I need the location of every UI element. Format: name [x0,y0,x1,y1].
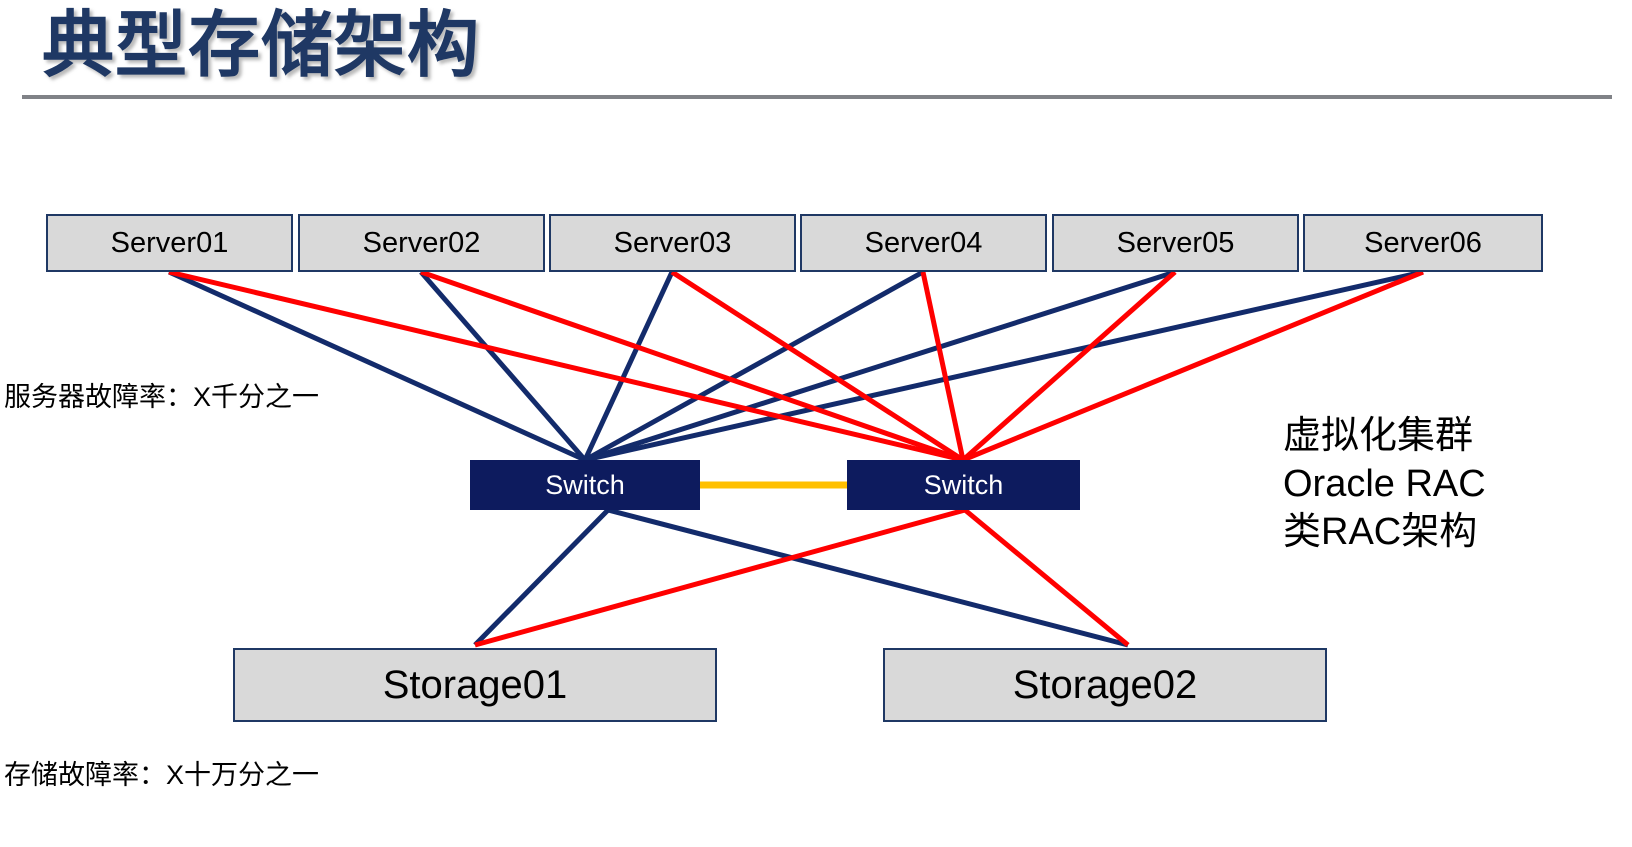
switch-label: Switch [545,469,625,500]
link-server06-switch-right [962,269,1424,463]
cluster-note-line-2: Oracle RAC [1283,463,1486,505]
storage-label: Storage02 [1012,662,1198,707]
switch-box-left[interactable]: Switch [470,460,700,510]
storage-box-02[interactable]: Storage02 [883,648,1327,722]
link-server02-switch-right [420,269,964,463]
link-server01-switch-right [168,269,964,463]
link-server06-switch-left [584,269,1424,463]
storage-label: Storage01 [382,662,568,707]
server-box-05[interactable]: Server05 [1052,214,1299,272]
link-server03-switch-right [670,269,965,463]
server-box-02[interactable]: Server02 [298,214,545,272]
storage-failure-rate-note: 存储故障率：X十万分之一 [4,760,320,790]
switch-label: Switch [923,469,1004,500]
server-box-03[interactable]: Server03 [549,214,796,272]
link-server04-switch-right [920,271,966,461]
server-failure-rate-note: 服务器故障率：X千分之一 [4,382,320,412]
link-server05-switch-left [584,269,1176,463]
left-switch-to-storage-links [473,507,1129,648]
cluster-note-line-3: 类RAC架构 [1283,511,1478,553]
storage-box-01[interactable]: Storage01 [233,648,717,722]
link-server05-switch-right [961,270,1177,462]
server-label: Server05 [1116,226,1235,259]
server-box-04[interactable]: Server04 [800,214,1047,272]
switch-box-right[interactable]: Switch [847,460,1080,510]
server-label: Server02 [362,226,481,259]
page-title: 典型存储架构 [42,6,481,86]
cluster-architecture-note: 虚拟化集群 Oracle RAC 类RAC架构 [1283,412,1486,556]
link-switch-left-storage02 [607,507,1129,648]
link-switch-right-storage01 [474,507,966,648]
server-label: Server04 [864,226,983,259]
link-server04-switch-left [583,269,925,463]
link-switch-right-storage02 [963,508,1130,647]
link-server02-switch-left [419,270,587,462]
server-to-right-switch-links [168,269,1424,463]
title-divider [22,95,1612,99]
server-label: Server01 [110,226,229,259]
server-label: Server03 [613,226,732,259]
server-box-06[interactable]: Server06 [1303,214,1543,272]
link-switch-left-storage01 [473,508,610,647]
link-server01-switch-left [167,269,587,463]
server-box-01[interactable]: Server01 [46,214,293,272]
right-switch-to-storage-links [474,507,1130,648]
server-to-left-switch-links [167,269,1424,463]
server-label: Server06 [1364,226,1482,259]
cluster-note-line-1: 虚拟化集群 [1283,415,1474,457]
link-server03-switch-left [582,270,675,462]
